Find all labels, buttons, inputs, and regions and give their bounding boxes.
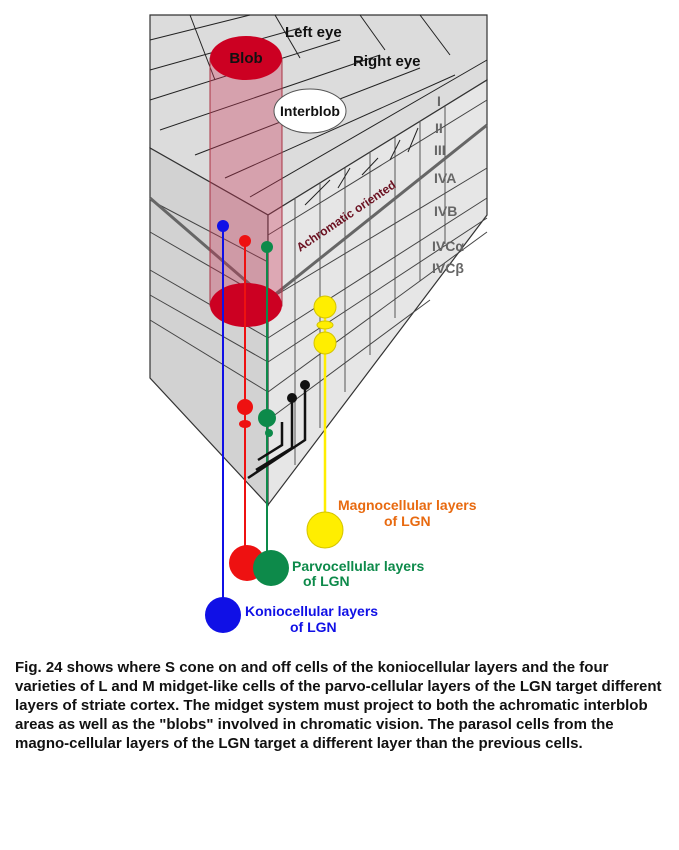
- layer-label-iii: III: [434, 142, 446, 158]
- parvo-label-line2: of LGN: [303, 573, 350, 589]
- blob-label: Blob: [229, 50, 262, 67]
- layer-label-iva: IVA: [434, 170, 456, 186]
- magno-terminal-mid: [316, 320, 334, 330]
- konio-terminal: [217, 220, 229, 232]
- konio-label-line1: Koniocellular layers: [245, 603, 378, 619]
- parvo-green-cell-body: [253, 550, 289, 586]
- layer-labels: I II III IVA IVB IVCα IVCβ: [432, 93, 464, 276]
- layer-label-ii: II: [435, 120, 443, 136]
- magno-terminal-upper: [313, 295, 337, 319]
- parvo-red-synapse: [237, 399, 253, 415]
- black-axons: [247, 385, 307, 480]
- magno-cell-body: [306, 511, 344, 549]
- layer-label-i: I: [437, 93, 441, 109]
- layer-label-ivc-beta: IVCβ: [432, 260, 464, 276]
- blob-top: [210, 36, 282, 80]
- parvo-red-terminal: [239, 235, 251, 247]
- right-face-columns: [294, 106, 446, 465]
- interblob-ellipse: [273, 88, 347, 134]
- black-terminal-2: [287, 393, 297, 403]
- magno-label-line2: of LGN: [384, 513, 431, 529]
- konio-label-line2: of LGN: [290, 619, 337, 635]
- interblob-label: Interblob: [280, 103, 340, 119]
- cortex-diagram: Blob Interblob Left eye Right eye Achrom…: [149, 14, 488, 635]
- magno-terminal-lower: [313, 331, 337, 355]
- black-terminal-1: [300, 380, 310, 390]
- parvo-red-synapse-small: [239, 420, 251, 428]
- left-eye-label: Left eye: [285, 24, 342, 41]
- figure-caption: Fig. 24 shows where S cone on and off ce…: [15, 659, 662, 752]
- magno-label-line1: Magnocellular layers: [338, 497, 477, 513]
- top-face-columns: [149, 14, 488, 198]
- parvo-label-line1: Parvocellular layers: [292, 558, 425, 574]
- right-eye-label: Right eye: [353, 53, 421, 70]
- achromatic-orientation-marks: [304, 127, 419, 206]
- layer-label-ivb: IVB: [434, 203, 457, 219]
- layer-label-ivc-alpha: IVCα: [432, 238, 464, 254]
- magno-pathway: [306, 295, 344, 549]
- parvo-green-pathway: [253, 241, 289, 586]
- konio-cell-body: [205, 597, 241, 633]
- parvo-green-terminal: [261, 241, 273, 253]
- parvo-green-synapse: [258, 409, 276, 427]
- konio-pathway: [205, 220, 241, 633]
- parvo-green-synapse-small: [265, 429, 273, 437]
